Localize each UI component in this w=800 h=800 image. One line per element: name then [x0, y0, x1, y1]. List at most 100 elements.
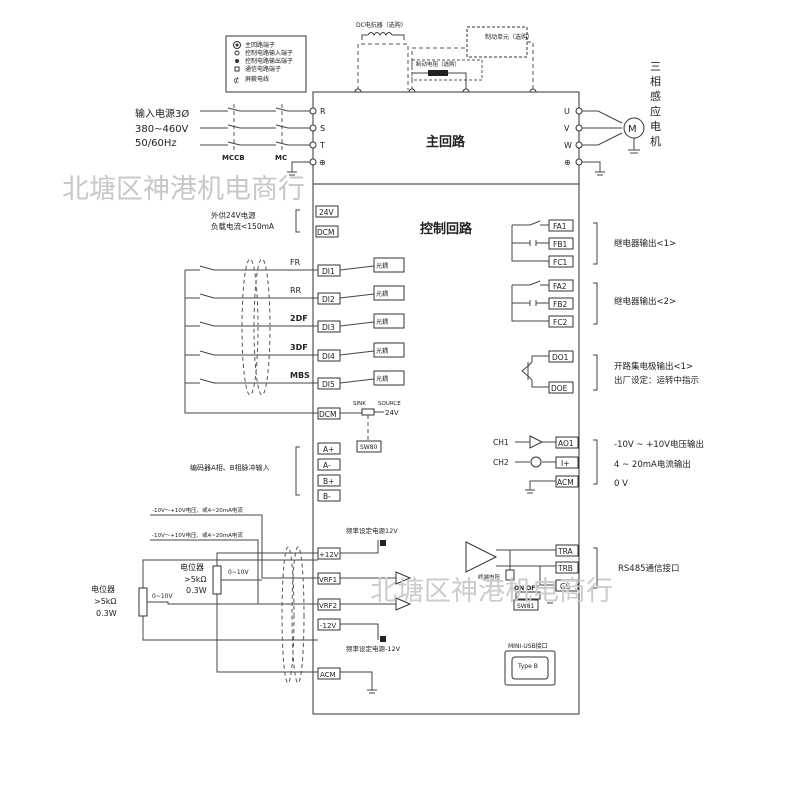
brake-unit-label: 制动单元（选购） — [485, 33, 533, 41]
pot1-range: 0~10V — [228, 569, 249, 576]
usb-type: Type B — [517, 663, 538, 670]
ao-line3: 0 V — [614, 479, 628, 489]
relay1-terminal: FB1 — [553, 240, 567, 249]
terminal-s: S — [320, 124, 325, 133]
ch2-label: CH2 — [493, 458, 509, 467]
ao-terminal: AO1 — [558, 439, 574, 448]
motor-output: U V W ⊕ M 三 相 感 应 电 机 — [564, 60, 661, 176]
ao-line2: 4 ~ 20mA电流输出 — [614, 459, 691, 470]
analog-terminal: +12V — [319, 551, 339, 559]
ao-line1: -10V ~ +10V电压输出 — [614, 439, 704, 450]
analog-inputs: -10V～+10V电压、或4~20mA电流 -10V～+10V电压、或4~20m… — [91, 506, 412, 694]
motor-symbol-label: M — [628, 124, 637, 135]
open-collector-output: DO1 DOE 开路集电极输出<1> 出厂设定：运转中指示 — [521, 350, 699, 394]
analog-terminal: -12V — [320, 622, 336, 630]
term-res-label: 终端电阻 — [478, 573, 501, 581]
pot1-label: 电位器 — [180, 562, 204, 572]
analog-terminal: VRF2 — [319, 602, 337, 610]
relay1-terminal: FA1 — [553, 222, 567, 231]
motor-label-char: 感 — [650, 90, 661, 103]
mccb-label: MCCB — [222, 154, 245, 162]
terminal-w: W — [564, 141, 572, 150]
ground-icon — [545, 599, 555, 604]
power-input-line2: 380~460V — [135, 124, 189, 135]
encoder-terminal: A- — [323, 461, 331, 470]
rs485-terminal: TRB — [557, 564, 573, 573]
analog-note2: -10V～+10V电压、或4~20mA电流 — [152, 531, 243, 539]
pot1-spec2: 0.3W — [186, 586, 207, 595]
encoder-terminal: B- — [323, 492, 331, 501]
buffer-amp-icon — [395, 597, 412, 611]
regulator-icon — [380, 540, 386, 546]
optocoupler: 光耦 — [376, 318, 388, 326]
ground-icon — [582, 161, 605, 176]
watermark: 北塘区神港机电商行 — [62, 174, 305, 205]
digital-inputs: FR DI1 光耦 RR DI2 光耦 2DF DI3 光耦 — [184, 257, 405, 453]
di-terminal: DI1 — [322, 267, 335, 276]
motor-label-char: 三 — [650, 60, 661, 73]
legend-item: 通信电路端子 — [245, 65, 281, 73]
relay2-terminal: FB2 — [553, 300, 567, 309]
di-terminal: DI3 — [322, 323, 335, 332]
optocoupler: 光耦 — [376, 375, 388, 383]
source-label: SOURCE — [378, 401, 401, 407]
source-24v-label: 24V — [385, 409, 399, 417]
digital-input-row: RR DI2 光耦 — [185, 285, 405, 305]
ground-terminal: ⊕ — [319, 158, 326, 167]
optocoupler: 光耦 — [376, 262, 388, 270]
supply-24v: 外供24V电源 负载电流<150mA 24V DCM — [211, 205, 339, 238]
relay-output-2: FA2 FB2 FC2 继电器输出<2> — [511, 279, 676, 328]
analog-terminal: VRF1 — [319, 576, 337, 584]
digital-input-row: MBS DI5 光耦 — [185, 370, 405, 390]
shield-loop — [291, 546, 305, 684]
shield-symbol: ⊄ — [233, 76, 240, 85]
ground-icon — [287, 161, 310, 176]
sink-label: SINK — [353, 401, 366, 407]
di-name: 2DF — [290, 314, 308, 323]
pot2-spec1: >5kΩ — [94, 597, 117, 606]
rs485-label: RS485通信接口 — [618, 563, 680, 574]
control-output-symbol — [235, 59, 239, 63]
sw81-switch — [515, 591, 541, 600]
watermark: 北塘区神港机电商行 — [370, 576, 613, 607]
reactor-coil — [367, 32, 393, 36]
ground-icon — [525, 480, 556, 494]
main-circuit-title: 主回路 — [426, 134, 466, 150]
brake-resistor-label: 制动电阻（选购） — [416, 60, 460, 68]
analog-terminal: ACM — [320, 671, 336, 679]
usb-connector-icon — [511, 656, 549, 680]
shield-loop — [281, 546, 295, 684]
pot2-label: 电位器 — [91, 584, 115, 594]
ch1-label: CH1 — [493, 438, 509, 447]
rs485-terminal: GS — [560, 582, 571, 591]
legend: ⊄ 主回路端子 控制电路输入端子 控制电路输出端子 通信电路端子 屏蔽电线 — [225, 35, 307, 93]
relay1-label: 继电器输出<1> — [614, 238, 676, 249]
relay2-terminal: FA2 — [553, 282, 567, 291]
brake-resistor: 制动电阻（选购） — [411, 59, 483, 90]
shield-loop — [253, 258, 271, 396]
rs485-interface: 终端电阻 ON OFF SW81 TRA TRB GS RS485通信接口 — [465, 541, 680, 611]
control-circuit-title: 控制回路 — [420, 221, 473, 237]
resistor-symbol — [428, 70, 448, 76]
potentiometer-icon — [212, 565, 222, 595]
usb-label: MINI-USB接口 — [508, 642, 548, 650]
regulator-icon — [380, 636, 386, 642]
comm-terminal-symbol — [234, 66, 240, 72]
sink-source-switch — [361, 408, 375, 416]
transistor-icon — [521, 355, 549, 388]
power-input: 输入电源3Ø 380~460V 50/60Hz MCCB MC R S T ⊕ — [135, 104, 326, 176]
rs485-transceiver-icon — [465, 541, 498, 573]
mc-label: MC — [275, 154, 287, 162]
oc-line2: 出厂设定：运转中指示 — [614, 375, 699, 386]
dc-reactor: DC电抗器（选购） — [356, 21, 409, 90]
optocoupler: 光耦 — [376, 290, 388, 298]
di-terminal: DI5 — [322, 380, 335, 389]
p12v-note: 频率设定电源12V — [346, 526, 398, 535]
terminal-u: U — [564, 107, 570, 116]
relay-output-1: FA1 FB1 FC1 继电器输出<1> — [511, 219, 676, 268]
analog-note1: -10V～+10V电压、或4~20mA电流 — [152, 506, 243, 514]
terminal-v: V — [564, 124, 570, 133]
ground-icon — [367, 689, 377, 694]
oc-line1: 开路集电极输出<1> — [614, 361, 693, 372]
legend-item: 控制电路输出端子 — [245, 57, 293, 65]
